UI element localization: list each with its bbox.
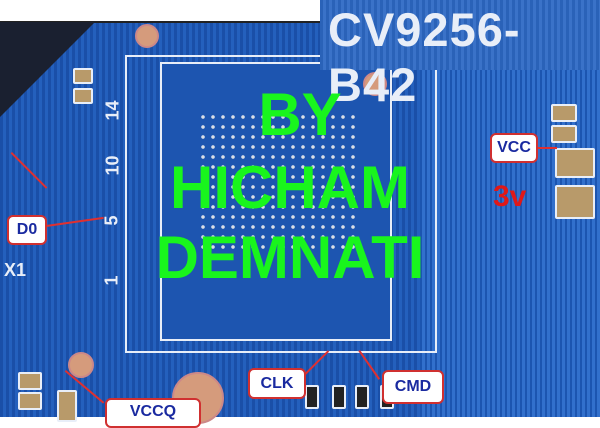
capacitor (551, 104, 577, 122)
white-band (0, 0, 320, 23)
watermark-line: DEMNATI (155, 224, 425, 291)
capacitor (73, 88, 93, 104)
capacitor (18, 372, 42, 390)
board-marking: CV9256-B42 (328, 3, 521, 111)
emmc-outline (125, 55, 437, 353)
resistor (355, 385, 369, 409)
capacitor (555, 185, 595, 219)
via (135, 24, 159, 48)
vcc-label: VCC (490, 133, 538, 163)
capacitor (555, 148, 595, 178)
vcc-wire (537, 147, 557, 149)
capacitor (57, 390, 77, 422)
watermark-line: HICHAM (170, 154, 410, 221)
d0-label: D0 (7, 215, 47, 245)
bga-balls (198, 112, 358, 252)
vccq-label: VCCQ (105, 398, 201, 428)
board-marking-inset: CV9256-B42 (320, 0, 600, 111)
cmd-label: CMD (382, 370, 444, 404)
voltage-label: 3v (493, 180, 527, 213)
via (68, 352, 94, 378)
capacitor (551, 125, 577, 143)
watermark-line: BY (258, 81, 342, 148)
via (363, 72, 387, 96)
resistor (305, 385, 319, 409)
capacitor (73, 68, 93, 84)
capacitor (18, 392, 42, 410)
clk-label: CLK (248, 368, 306, 399)
resistor (332, 385, 346, 409)
x1-label: X1 (4, 260, 27, 280)
